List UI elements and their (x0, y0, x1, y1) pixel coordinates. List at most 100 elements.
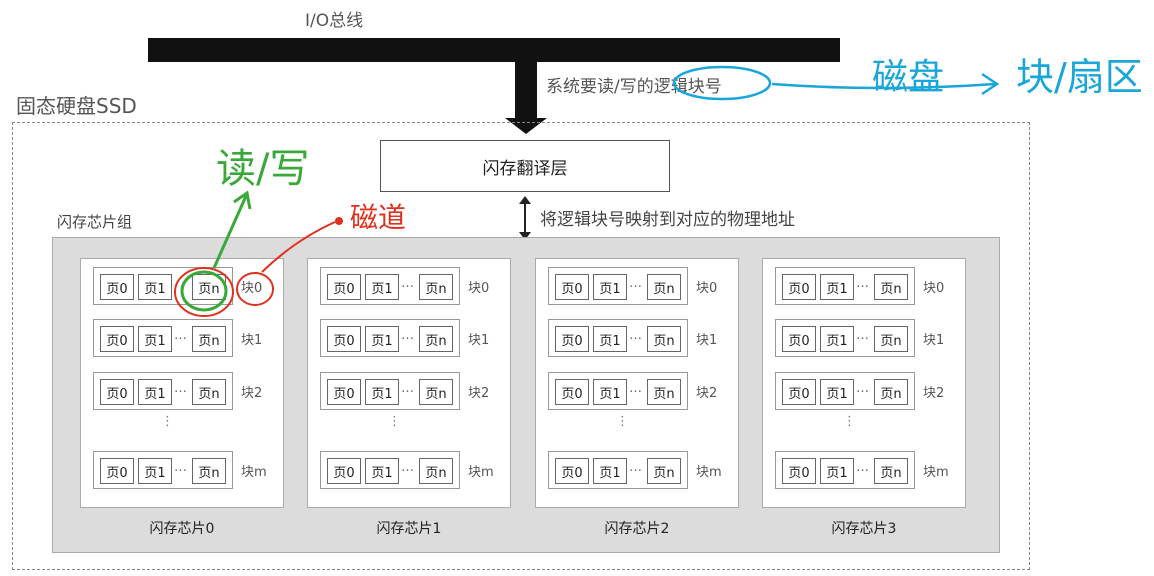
flash-page: 页1 (593, 274, 627, 300)
block-vertical-ellipsis: ⋮ (843, 414, 856, 429)
page-ellipsis: … (401, 328, 414, 343)
flash-page: 页0 (327, 379, 361, 405)
page-ellipsis: … (401, 381, 414, 396)
flash-page: 页1 (365, 326, 399, 352)
flash-page: 页n (419, 379, 453, 405)
flash-chip-label: 闪存芯片3 (831, 521, 897, 537)
flash-page: 页1 (138, 458, 172, 484)
flash-page: 页0 (100, 379, 134, 405)
ssd-title: 固态硬盘SSD (16, 94, 137, 118)
ftl-label: 闪存翻译层 (482, 158, 568, 179)
flash-page: 页0 (100, 458, 134, 484)
block-label: 块1 (696, 333, 718, 348)
bus-arrow-stem (515, 60, 537, 122)
flash-page: 页n (419, 326, 453, 352)
flash-page: 页0 (555, 458, 589, 484)
flash-page: 页n (874, 379, 908, 405)
flash-page: 页1 (365, 274, 399, 300)
flash-page: 页0 (555, 326, 589, 352)
mapping-connector (524, 198, 526, 238)
page-ellipsis: … (401, 276, 414, 291)
block-label: 块m (241, 465, 267, 480)
flash-page: 页1 (820, 458, 854, 484)
green-arrow-line (212, 195, 248, 269)
request-label: 系统要读/写的逻辑块号 (546, 77, 722, 97)
flash-page: 页n (647, 274, 681, 300)
block-vertical-ellipsis: ⋮ (388, 414, 401, 429)
block-label: 块0 (923, 281, 945, 296)
flash-page: 页n (874, 274, 908, 300)
flash-chip-label: 闪存芯片1 (376, 521, 442, 537)
page-ellipsis: … (629, 276, 642, 291)
io-bus-bar (148, 38, 840, 62)
flash-page: 页0 (100, 274, 134, 300)
flash-page: 页1 (138, 274, 172, 300)
flash-chip-label: 闪存芯片2 (604, 521, 670, 537)
flash-page: 页n (874, 326, 908, 352)
flash-page: 页0 (782, 458, 816, 484)
annotation-block-sector: 块/扇区 (1016, 55, 1143, 99)
mapping-arrow-down-icon (519, 232, 531, 240)
flash-page: 页n (192, 379, 226, 405)
flash-page: 页n (192, 326, 226, 352)
flash-page: 页n (419, 458, 453, 484)
red-circle-page-mark (174, 267, 234, 317)
flash-page: 页1 (138, 326, 172, 352)
block-label: 块m (923, 465, 949, 480)
annotation-disk: 磁盘 (872, 57, 945, 98)
block-label: 块2 (696, 386, 718, 401)
page-ellipsis: … (856, 276, 869, 291)
flash-page: 页0 (782, 379, 816, 405)
block-label: 块2 (468, 386, 490, 401)
page-ellipsis: … (856, 460, 869, 475)
flash-page: 页0 (555, 379, 589, 405)
flash-page: 页1 (820, 326, 854, 352)
flash-page: 页1 (365, 379, 399, 405)
flash-page: 页n (647, 458, 681, 484)
flash-page: 页1 (365, 458, 399, 484)
block-label: 块1 (468, 333, 490, 348)
flash-page: 页n (192, 458, 226, 484)
flash-page: 页1 (593, 379, 627, 405)
block-vertical-ellipsis: ⋮ (616, 414, 629, 429)
block-label: 块0 (468, 281, 490, 296)
block-label: 块1 (241, 333, 263, 348)
flash-page: 页n (874, 458, 908, 484)
green-arrow-head-icon (233, 190, 252, 210)
flash-group-label: 闪存芯片组 (57, 213, 133, 231)
page-ellipsis: … (174, 381, 187, 396)
red-arrow-dot-icon (335, 217, 343, 225)
mapping-arrow-up-icon (519, 196, 531, 204)
flash-chip-label: 闪存芯片0 (149, 521, 215, 537)
flash-page: 页0 (555, 274, 589, 300)
annotation-track: 磁道 (350, 201, 407, 234)
flash-page: 页1 (820, 274, 854, 300)
block-label: 块0 (241, 281, 263, 296)
blue-arrow-head-icon (981, 72, 1000, 96)
blue-circle-mark (672, 65, 772, 101)
flash-page: 页n (647, 379, 681, 405)
page-ellipsis: … (856, 328, 869, 343)
flash-page: 页0 (327, 458, 361, 484)
block-label: 块2 (241, 386, 263, 401)
red-circle-block-mark (236, 272, 274, 306)
flash-page: 页n (647, 326, 681, 352)
red-arrow-line (261, 221, 336, 273)
flash-page: 页1 (820, 379, 854, 405)
